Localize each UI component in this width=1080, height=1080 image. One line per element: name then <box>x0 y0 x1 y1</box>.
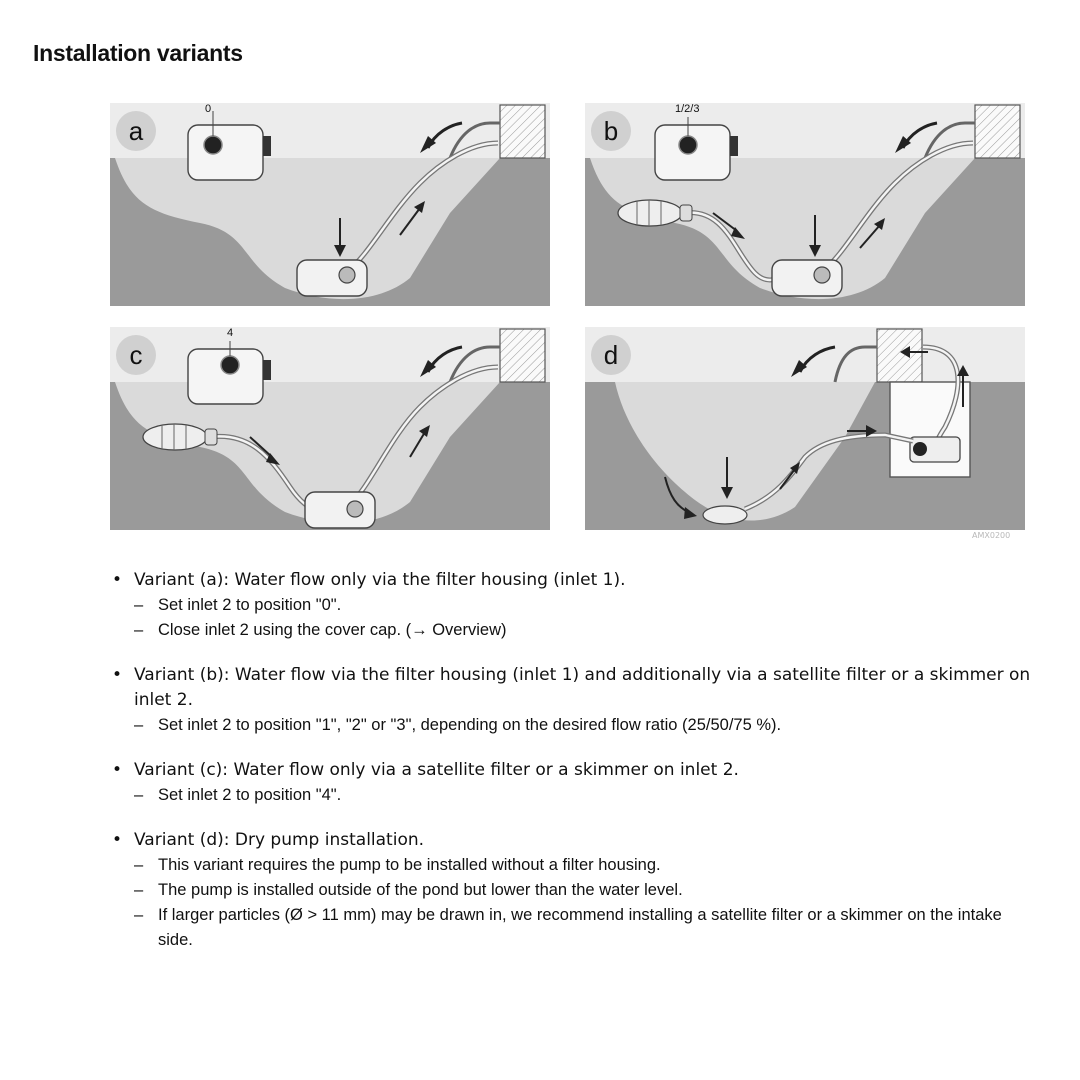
inlet-setting-label: 4 <box>227 327 234 339</box>
variant-step: Set inlet 2 to position "4". <box>110 783 1040 808</box>
page-title: Installation variants <box>33 40 243 66</box>
inlet-setting-label: 1/2/3 <box>675 103 700 115</box>
variant-text: Variant (d): Dry pump installation. <box>110 828 1040 853</box>
variant-c: Variant (c): Water flow only via a satel… <box>110 758 1040 808</box>
figure-panel-b: b 1/2/3 <box>585 103 1025 306</box>
panel-letter-badge: d <box>591 335 631 375</box>
figure-code: AMX0200 <box>972 531 1011 540</box>
panel-letter-badge: c <box>116 335 156 375</box>
variant-step: If larger particles (Ø > 11 mm) may be d… <box>110 903 1040 953</box>
variant-text: Variant (b): Water flow via the filter h… <box>110 663 1040 713</box>
figure-panel-c: c 4 <box>110 327 550 530</box>
figure-panel-a: a 0 <box>110 103 550 306</box>
inlet-setting-label: 0 <box>205 103 212 115</box>
variant-step: Set inlet 2 to position "1", "2" or "3",… <box>110 713 1040 738</box>
variant-step: Set inlet 2 to position "0". <box>110 593 1040 618</box>
variant-text: Variant (a): Water flow only via the fil… <box>110 568 1040 593</box>
variant-step: Close inlet 2 using the cover cap. (→ Ov… <box>110 618 1040 643</box>
variant-step: This variant requires the pump to be ins… <box>110 853 1040 878</box>
figure-panel-d: d <box>585 327 1025 530</box>
variant-a: Variant (a): Water flow only via the fil… <box>110 568 1040 643</box>
variant-step: The pump is installed outside of the pon… <box>110 878 1040 903</box>
variant-text: Variant (c): Water flow only via a satel… <box>110 758 1040 783</box>
panel-letter-badge: a <box>116 111 156 151</box>
variant-b: Variant (b): Water flow via the filter h… <box>110 663 1040 738</box>
variant-d: Variant (d): Dry pump installation. This… <box>110 828 1040 953</box>
panel-letter-badge: b <box>591 111 631 151</box>
variant-list: Variant (a): Water flow only via the fil… <box>110 568 1040 973</box>
